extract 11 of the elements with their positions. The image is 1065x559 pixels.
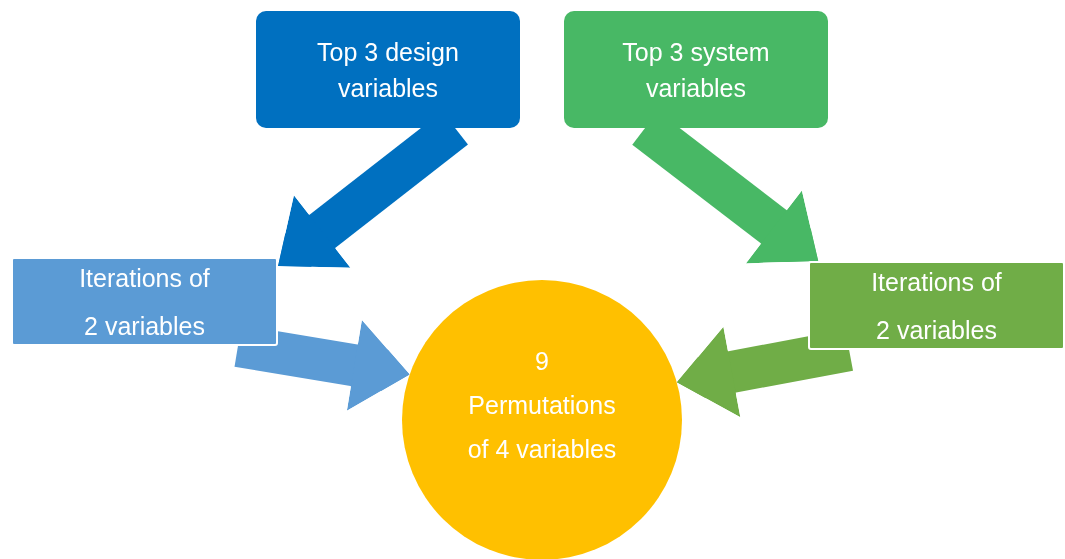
node-label: Top 3 design variables [316,36,460,104]
node-label: 9 Permutations of 4 variables [466,346,618,465]
block-arrow [676,326,853,418]
process-box [564,11,828,128]
node-label: Top 3 system variables [621,36,771,104]
node-label: Iterations of 2 variables [870,266,1003,346]
process-box [11,257,278,346]
process-box [808,261,1065,350]
block-arrow [234,319,410,411]
process-box [256,11,520,128]
node-label: Iterations of 2 variables [78,262,211,342]
